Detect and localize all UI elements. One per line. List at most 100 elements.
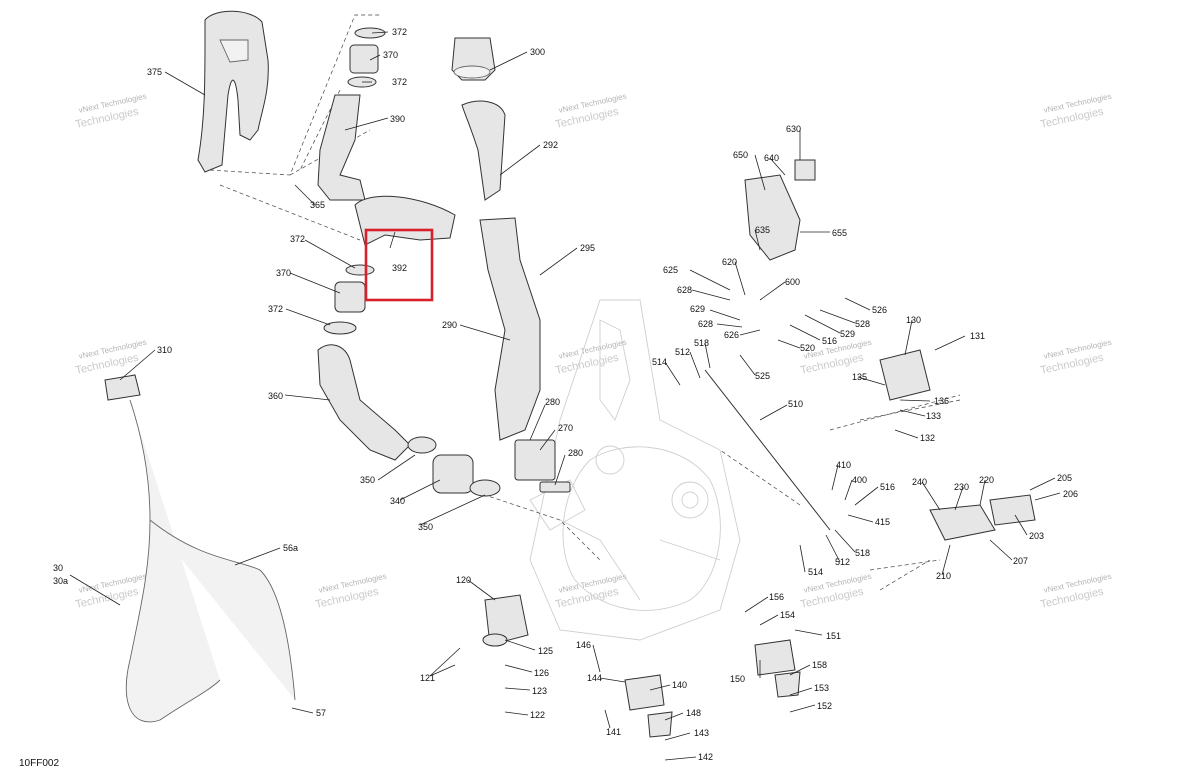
callout-130: 130 xyxy=(906,315,921,325)
callout-270: 270 xyxy=(558,423,573,433)
callout-156: 156 xyxy=(769,592,784,602)
callout-526: 526 xyxy=(872,305,887,315)
parts-layer xyxy=(104,10,1036,738)
callout-146: 146 xyxy=(576,640,591,650)
part-150-mount xyxy=(754,639,796,676)
part-120-mount xyxy=(484,594,529,646)
callout-512: 512 xyxy=(675,347,690,357)
part-350-clamp-b xyxy=(469,479,501,497)
callout-30a: 30a xyxy=(53,576,68,586)
callout-640: 640 xyxy=(764,153,779,163)
callout-292: 292 xyxy=(543,140,558,150)
part-56a-hose xyxy=(125,399,221,723)
callout-280: 280 xyxy=(568,448,583,458)
callout-390: 390 xyxy=(390,114,405,124)
engine-outline xyxy=(529,299,741,641)
callout-153: 153 xyxy=(814,683,829,693)
callout-365: 365 xyxy=(310,200,325,210)
callout-626: 626 xyxy=(724,330,739,340)
part-203-plate xyxy=(989,494,1036,526)
part-280-strip xyxy=(539,481,571,493)
callout-372: 372 xyxy=(290,234,305,244)
part-375-intake-duct xyxy=(197,10,269,173)
callout-210: 210 xyxy=(936,571,951,581)
callout-126: 126 xyxy=(534,668,549,678)
callout-280: 280 xyxy=(545,397,560,407)
part-270-filter xyxy=(514,439,556,481)
part-372-clamp-bottom xyxy=(323,321,357,335)
part-650-bracket xyxy=(744,174,801,261)
callout-140: 140 xyxy=(672,680,687,690)
callout-518: 518 xyxy=(855,548,870,558)
part-630-knob xyxy=(794,159,816,181)
part-130-mount xyxy=(879,349,931,401)
callout-628: 628 xyxy=(677,285,692,295)
part-360-elbow xyxy=(317,344,411,461)
part-140-mount xyxy=(624,674,665,711)
part-370-boot-lower xyxy=(334,281,366,313)
part-340-coupler xyxy=(432,454,474,494)
callout-350: 350 xyxy=(360,475,375,485)
leader-lines xyxy=(69,31,1061,761)
part-230-bracket xyxy=(929,504,996,541)
callout-516: 516 xyxy=(880,482,895,492)
callout-144: 144 xyxy=(587,673,602,683)
callout-290: 290 xyxy=(442,320,457,330)
callout-206: 206 xyxy=(1063,489,1078,499)
callout-650: 650 xyxy=(733,150,748,160)
callout-625: 625 xyxy=(663,265,678,275)
callout-142: 142 xyxy=(698,752,713,762)
callout-372: 372 xyxy=(268,304,283,314)
part-390-duct xyxy=(317,94,366,201)
part-392-plenum xyxy=(354,195,456,246)
callout-203: 203 xyxy=(1029,531,1044,541)
part-158-bracket xyxy=(774,671,801,698)
callout-528: 528 xyxy=(855,319,870,329)
part-350-clamp-a xyxy=(407,436,437,454)
callout-158: 158 xyxy=(812,660,827,670)
part-290-tube xyxy=(479,217,541,441)
callout-151: 151 xyxy=(826,631,841,641)
callout-121: 121 xyxy=(420,673,435,683)
callout-372: 372 xyxy=(392,27,407,37)
callout-123: 123 xyxy=(532,686,547,696)
part-370-boot-top xyxy=(349,44,379,74)
callout-207: 207 xyxy=(1013,556,1028,566)
callout-516: 516 xyxy=(822,336,837,346)
callout-518: 518 xyxy=(694,338,709,348)
callout-148: 148 xyxy=(686,708,701,718)
part-292-sleeve xyxy=(461,100,506,201)
callout-415: 415 xyxy=(875,517,890,527)
callout-143: 143 xyxy=(694,728,709,738)
callout-30: 30 xyxy=(53,563,63,573)
callout-655: 655 xyxy=(832,228,847,238)
callout-230: 230 xyxy=(954,482,969,492)
callout-620: 620 xyxy=(722,257,737,267)
callout-350: 350 xyxy=(418,522,433,532)
callout-529: 529 xyxy=(840,329,855,339)
highlight-box-392 xyxy=(364,228,434,302)
callout-56a: 56a xyxy=(283,543,298,553)
callout-295: 295 xyxy=(580,243,595,253)
callout-628: 628 xyxy=(698,319,713,329)
callout-370: 370 xyxy=(276,268,291,278)
callout-240: 240 xyxy=(912,477,927,487)
callout-57: 57 xyxy=(316,708,326,718)
callout-141: 141 xyxy=(606,727,621,737)
callout-635: 635 xyxy=(755,225,770,235)
callout-152: 152 xyxy=(817,701,832,711)
callout-154: 154 xyxy=(780,610,795,620)
callout-629: 629 xyxy=(690,304,705,314)
callout-600: 600 xyxy=(785,277,800,287)
callout-220: 220 xyxy=(979,475,994,485)
